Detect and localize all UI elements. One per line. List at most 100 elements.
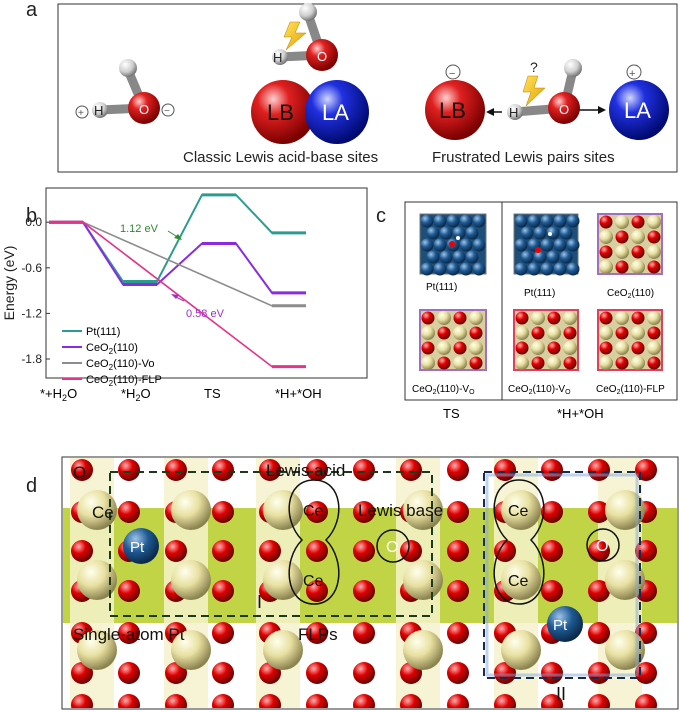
pt-atom <box>472 262 486 276</box>
ce-atom <box>563 341 577 355</box>
column-label-ts: TS <box>443 406 460 421</box>
region-ii-box <box>483 471 641 679</box>
o-atom <box>547 311 561 325</box>
pt-atom <box>520 250 534 264</box>
pt-atom <box>533 226 547 240</box>
pt-atom <box>426 226 440 240</box>
lb-label: LB <box>267 100 294 125</box>
o-atom <box>531 356 545 370</box>
o-atom <box>615 326 629 340</box>
svg-text:O: O <box>559 102 569 117</box>
o-atom <box>647 260 661 274</box>
svg-text:H: H <box>94 103 103 118</box>
ce-atom <box>631 356 645 370</box>
pt-atom <box>533 250 547 264</box>
o-atom <box>212 580 234 602</box>
pt-atom <box>465 250 479 264</box>
ce-atom <box>437 341 451 355</box>
pt-atom <box>459 262 473 276</box>
o-atom <box>259 540 281 562</box>
pt-atom <box>546 226 560 240</box>
o-atom <box>306 662 328 684</box>
ce-atom <box>631 230 645 244</box>
pt-atom <box>420 238 434 252</box>
ce-atom <box>469 311 483 325</box>
pt-atom <box>465 226 479 240</box>
svg-text:+: + <box>78 108 84 119</box>
o-atom <box>541 580 563 602</box>
o-atom <box>447 662 469 684</box>
ce-atom <box>599 260 613 274</box>
o-atom <box>615 260 629 274</box>
o-atom <box>615 230 629 244</box>
o-atom <box>421 311 435 325</box>
pt-atom <box>433 214 447 228</box>
panel-label-d: d <box>26 475 37 497</box>
o-atom <box>306 694 328 708</box>
svg-text:O: O <box>139 102 149 117</box>
svg-text:H: H <box>509 105 518 120</box>
classic-lewis-pair: LB LA <box>251 80 369 144</box>
o-atom <box>647 326 661 340</box>
o-atom <box>259 694 281 708</box>
ce-atom <box>615 311 629 325</box>
o-atom <box>599 341 613 355</box>
legend-ceo2-vo: CeO2(110)-Vo <box>86 358 154 372</box>
ce-atom <box>547 326 561 340</box>
y-tick-label: -1.2 <box>21 306 42 320</box>
ce-atom <box>647 311 661 325</box>
o-atom <box>447 580 469 602</box>
o-atom <box>588 501 610 523</box>
o-atom <box>494 459 516 481</box>
flp-outline-ii <box>493 479 545 605</box>
ce-atom <box>615 341 629 355</box>
flp-outline-i <box>288 479 340 605</box>
o-atom <box>647 230 661 244</box>
svg-text:LA: LA <box>624 98 651 123</box>
x-label-4: *H+*OH <box>275 386 322 401</box>
x-label-2: *H2O <box>121 386 151 403</box>
pt-atom <box>540 238 554 252</box>
pt-atom <box>527 262 541 276</box>
thumb-ceo2-110: CeO2(110) <box>597 213 663 300</box>
ce-atom <box>263 560 303 600</box>
panel-d: d O Ce Lewis acid Lewis base Single-atom… <box>26 456 679 710</box>
o-atom <box>631 245 645 259</box>
o-atom <box>306 540 328 562</box>
o-atom <box>494 540 516 562</box>
column-label-hoh: *H+*OH <box>557 406 604 421</box>
flp-lewis-pair: LB LA − + <box>425 64 669 140</box>
o-atom <box>165 459 187 481</box>
pt-atom <box>420 214 434 228</box>
pt-atom <box>553 214 567 228</box>
ce-atom <box>605 630 645 670</box>
classic-caption: Classic Lewis acid-base sites <box>183 149 378 166</box>
o-atom <box>631 215 645 229</box>
minus-charge-icon <box>161 103 175 117</box>
pt-atom <box>446 262 460 276</box>
pt-atom <box>439 226 453 240</box>
o-atom <box>212 662 234 684</box>
o-atom <box>541 540 563 562</box>
o-atom <box>259 459 281 481</box>
o-atom <box>212 540 234 562</box>
plus-charge-icon <box>75 105 89 119</box>
svg-text:Ce: Ce <box>508 503 529 520</box>
o-atom <box>541 662 563 684</box>
o-atom <box>541 459 563 481</box>
o-atom <box>306 459 328 481</box>
pt-atom <box>553 262 567 276</box>
legend-ceo2-flp: CeO2(110)-FLP <box>86 374 162 388</box>
svg-text:O: O <box>596 538 608 555</box>
o-atom <box>588 622 610 644</box>
o-atom <box>447 622 469 644</box>
o-atom <box>212 459 234 481</box>
o-atom <box>453 341 467 355</box>
pt-atom <box>452 250 466 264</box>
panel-label-b: b <box>26 205 37 227</box>
ce-atom <box>453 326 467 340</box>
svg-text:O: O <box>386 539 398 556</box>
legend: Pt(111) CeO2(110) CeO2(110)-Vo CeO2(110)… <box>62 326 162 388</box>
ce-atom <box>501 630 541 670</box>
lightning-bolt-icon <box>522 75 546 107</box>
